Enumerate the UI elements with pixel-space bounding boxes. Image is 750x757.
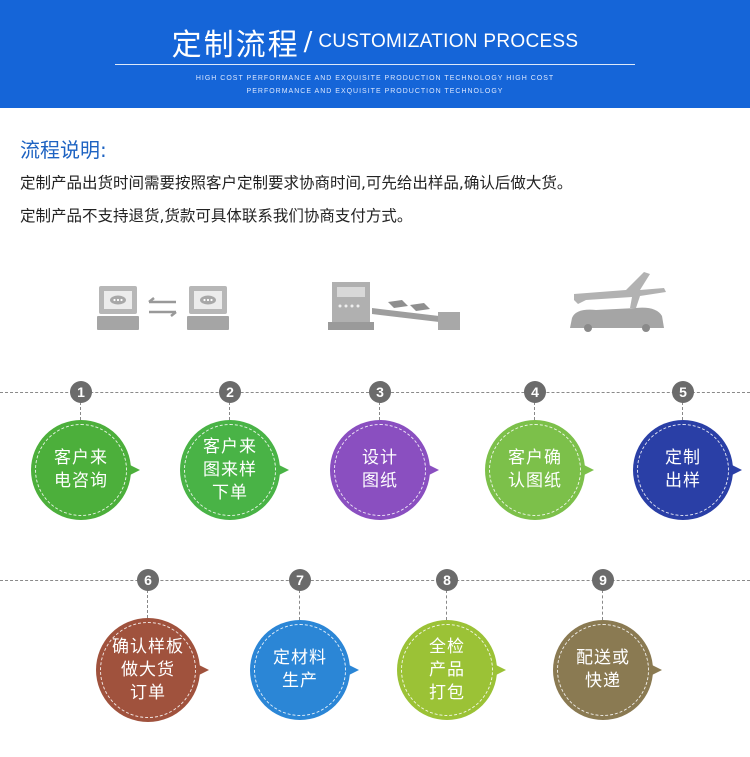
step-connector [299,590,300,620]
banner-subtitle-line2: PERFORMANCE AND EXQUISITE PRODUCTION TEC… [246,88,504,95]
step-connector [229,402,230,420]
step-circle: 客户来 电咨询 [31,420,131,520]
computer-exchange-icon [97,286,229,330]
step-connector [379,402,380,420]
process-description-2: 定制产品不支持退货,货款可具体联系我们协商支付方式。 [20,207,413,225]
step-label: 确认样板 做大货 订单 [112,636,184,703]
banner-subtitle: HIGH COST PERFORMANCE AND EXQUISITE PROD… [170,72,580,98]
step-label: 全检 产品 打包 [429,636,465,703]
step-circle: 定制 出样 [633,420,733,520]
step-pointer [128,464,140,476]
step-label: 客户确 认图纸 [508,448,562,491]
step-number-badge: 8 [436,569,458,591]
step-connector [147,590,148,618]
banner-divider [115,64,635,65]
step-number-badge: 9 [592,569,614,591]
step-circle: 配送或 快递 [553,620,653,720]
step-pointer [427,464,439,476]
step-circle-dashed-ring [184,424,276,516]
banner-title-en: CUSTOMIZATION PROCESS [318,31,579,52]
step-circle-dashed-ring [637,424,729,516]
step-circle: 确认样板 做大货 订单 [96,618,200,722]
process-heading: 流程说明: [20,138,107,162]
step-number-badge: 1 [70,381,92,403]
step-pointer [730,464,742,476]
step-number-badge: 2 [219,381,241,403]
step-number-badge: 4 [524,381,546,403]
banner-title: 定制流程/CUSTOMIZATION PROCESS [0,20,750,64]
step-number-badge: 6 [137,569,159,591]
process-description-1: 定制产品出货时间需要按照客户定制要求协商时间,可先给出样品,确认后做大货。 [20,174,573,192]
step-pointer [650,664,662,676]
step-label: 客户来 电咨询 [54,448,108,491]
step-circle: 全检 产品 打包 [397,620,497,720]
step-connector [602,590,603,620]
step-label: 设计 图纸 [362,448,398,491]
step-number-badge: 5 [672,381,694,403]
step-label: 定制 出样 [665,448,701,491]
step-pointer [494,664,506,676]
header-banner: 定制流程/CUSTOMIZATION PROCESS HIGH COST PER… [0,0,750,108]
step-pointer [347,664,359,676]
step-label: 定材料 生产 [273,648,327,691]
step-number-badge: 3 [369,381,391,403]
step-circle: 客户来 图来样 下单 [180,420,280,520]
banner-subtitle-line1: HIGH COST PERFORMANCE AND EXQUISITE PROD… [195,75,555,82]
step-connector [682,402,683,420]
step-connector [80,402,81,420]
step-pointer [277,464,289,476]
step-circle: 设计 图纸 [330,420,430,520]
banner-slash: / [303,27,313,57]
step-circle: 定材料 生产 [250,620,350,720]
timeline-row-2 [0,580,750,581]
step-label: 客户来 图来样 下单 [203,436,257,503]
airplane-truck-icon [570,272,666,332]
step-circle-dashed-ring [35,424,127,516]
step-circle-dashed-ring [254,624,346,716]
step-circle-dashed-ring [489,424,581,516]
production-line-icon [328,282,460,330]
step-circle-dashed-ring [334,424,426,516]
step-circle: 客户确 认图纸 [485,420,585,520]
step-pointer [582,464,594,476]
step-connector [446,590,447,620]
banner-title-cn: 定制流程 [171,28,300,63]
step-circle-dashed-ring [557,624,649,716]
step-circle-dashed-ring [100,622,196,718]
step-connector [534,402,535,420]
step-number-badge: 7 [289,569,311,591]
step-label: 配送或 快递 [576,648,630,691]
step-pointer [197,664,209,676]
step-circle-dashed-ring [401,624,493,716]
